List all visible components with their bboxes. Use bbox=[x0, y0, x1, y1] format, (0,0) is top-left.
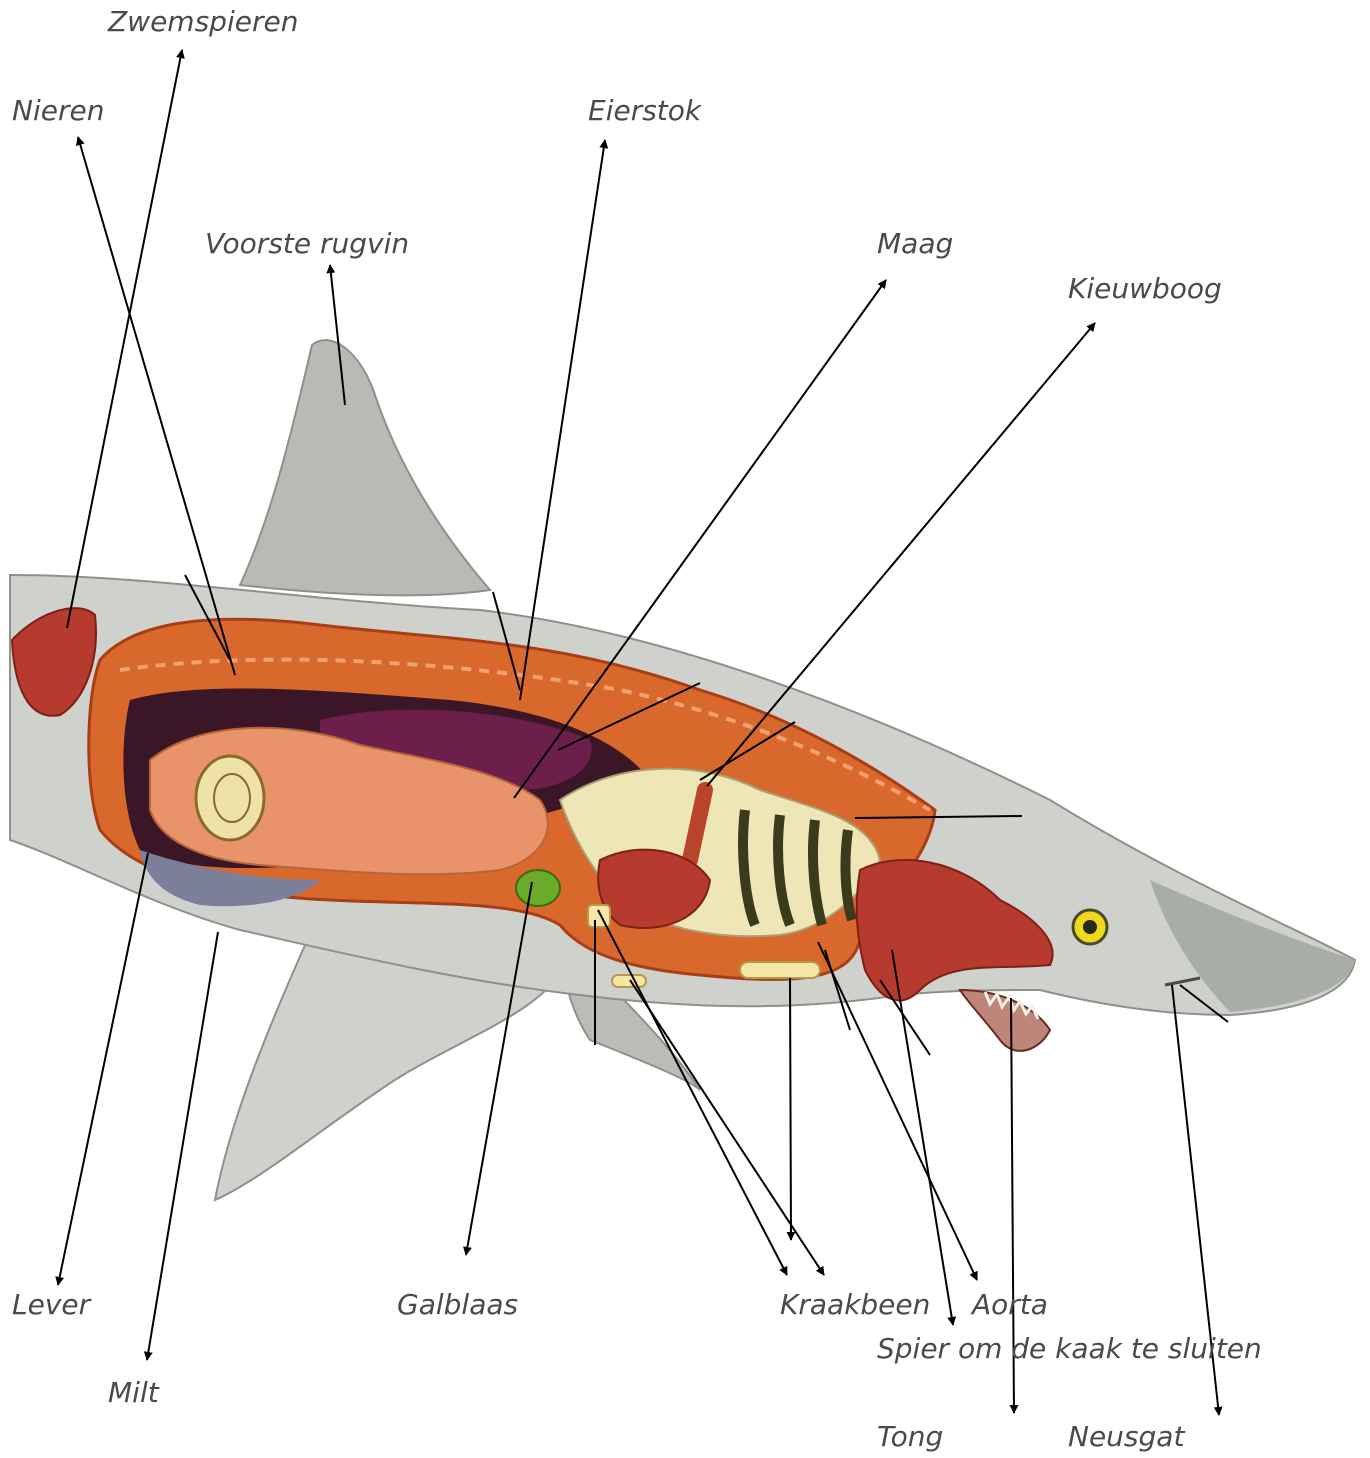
leader-kraakbeen-2 bbox=[630, 980, 824, 1275]
spiral-intestine bbox=[196, 756, 264, 840]
label-neusgat: Neusgat bbox=[1068, 1423, 1184, 1451]
label-kieuwboog: Kieuwboog bbox=[1068, 275, 1222, 303]
label-nieren: Nieren bbox=[12, 97, 104, 125]
cartilage-bar-2 bbox=[612, 975, 646, 987]
leader-lever bbox=[58, 853, 148, 1285]
label-maag: Maag bbox=[877, 230, 953, 258]
leader-zwemspieren bbox=[67, 50, 182, 628]
label-galblaas: Galblaas bbox=[397, 1291, 518, 1319]
leader-kieuwboog bbox=[707, 323, 1095, 786]
dorsal-fin bbox=[240, 340, 490, 595]
cartilage-bar-3 bbox=[588, 905, 610, 927]
label-milt: Milt bbox=[108, 1379, 159, 1407]
label-eierstok: Eierstok bbox=[588, 97, 701, 125]
label-tong: Tong bbox=[877, 1423, 943, 1451]
gall-bladder bbox=[516, 870, 560, 906]
leader-milt bbox=[147, 932, 218, 1360]
leader-eierstok bbox=[520, 140, 605, 700]
leader-kraakbeen-3 bbox=[790, 978, 791, 1240]
label-aorta: Aorta bbox=[972, 1291, 1048, 1319]
cartilage-bar-1 bbox=[740, 962, 820, 978]
label-kraakbeen: Kraakbeen bbox=[780, 1291, 930, 1319]
label-spier-kaak: Spier om de kaak te sluiten bbox=[877, 1335, 1262, 1363]
mouth bbox=[960, 990, 1050, 1051]
eye-pupil bbox=[1083, 920, 1097, 934]
label-lever: Lever bbox=[12, 1291, 90, 1319]
label-zwemspieren: Zwemspieren bbox=[108, 8, 298, 36]
label-voorste-rugvin: Voorste rugvin bbox=[205, 230, 409, 258]
leader-spier-kaak bbox=[892, 950, 953, 1325]
